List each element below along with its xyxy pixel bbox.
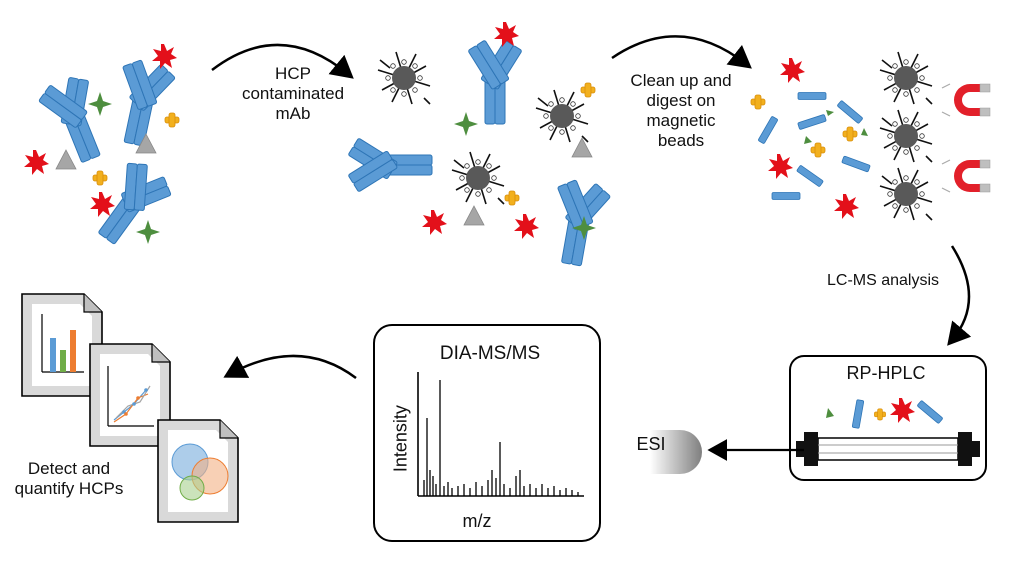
hcp-red-icon [768, 154, 793, 179]
hcp-yellow-icon [92, 170, 108, 186]
step-cleanup-digest-label: Clean up and digest on magnetic beads [630, 71, 732, 151]
magnetic-bead-icon [879, 167, 933, 221]
rp-hplc-title: RP-HPLC [846, 363, 926, 383]
arrow-step3 [947, 245, 972, 346]
peptide-icon [841, 155, 871, 173]
antibody-icon [106, 55, 179, 151]
magnetic-bead-icon [535, 89, 589, 143]
esi-label: ESI [636, 434, 666, 454]
hcp-yellow-icon [580, 82, 596, 98]
arrow-step2 [611, 35, 752, 69]
dia-msms-panel [373, 324, 601, 542]
step-detect-quantify-label: Detect and quantify HCPs [14, 459, 124, 499]
hcp-yellow-icon [164, 112, 180, 128]
hcp-red-icon [834, 194, 859, 219]
hcp-red-icon [780, 58, 805, 83]
peptide-icon [757, 115, 779, 145]
arrow-step1 [211, 43, 354, 79]
magnetic-bead-icon [451, 151, 505, 205]
hplc-column [796, 432, 980, 466]
mass-spectrum-peaks [423, 380, 579, 496]
arrow-step5 [223, 354, 357, 380]
results-documents [21, 293, 239, 523]
mz-axis-label: m/z [462, 511, 492, 531]
fragment-icon [861, 128, 868, 136]
magnetic-bead-icon [879, 51, 933, 105]
hcp-green-icon [454, 112, 478, 136]
fragment-icon [804, 136, 812, 144]
panel-contaminated-mab [24, 44, 180, 255]
bar-chart-thumbnail-icon [41, 314, 84, 373]
hcp-yellow-icon [810, 142, 826, 158]
antibody-icon [347, 137, 433, 193]
fragment-icon [826, 110, 834, 116]
peptide-icon [836, 99, 864, 125]
hcp-green-icon [88, 92, 112, 116]
peptide-icon [797, 113, 827, 131]
panel-digest [750, 51, 991, 221]
antibody-icon [34, 70, 117, 170]
hcp-red-icon [422, 210, 447, 235]
step-lcms-label: LC-MS analysis [826, 272, 940, 289]
hcp-gray-icon [571, 137, 593, 158]
dia-msms-title: DIA-MS/MS [439, 343, 541, 364]
peptide-icon [796, 164, 824, 188]
antibody-icon [467, 39, 523, 125]
magnet-icon [953, 83, 991, 117]
rp-hplc-panel [789, 355, 987, 481]
hcp-green-icon [136, 220, 160, 244]
hcp-red-icon [514, 214, 539, 239]
step-hcp-contaminated-label: HCP contaminated mAb [241, 64, 345, 124]
hcp-yellow-icon [504, 190, 520, 206]
hcp-yellow-icon [842, 126, 858, 142]
peptide-icon [797, 92, 827, 100]
intensity-axis-label: Intensity [390, 405, 411, 473]
magnetic-bead-icon [879, 109, 933, 163]
panel-beads [347, 22, 613, 270]
antibody-icon [544, 176, 613, 270]
hcp-red-icon [90, 192, 115, 217]
venn-diagram-thumbnail-icon [171, 443, 229, 501]
hcp-gray-icon [463, 205, 485, 226]
magnetic-field-lines [941, 83, 951, 193]
peptide-icon [771, 192, 801, 200]
hcp-gray-icon [55, 149, 77, 170]
line-chart-thumbnail-icon [107, 366, 154, 427]
hcp-red-icon [24, 150, 49, 175]
esi-source-icon [650, 430, 702, 474]
magnetic-bead-icon [377, 51, 431, 105]
fragment-icon [826, 408, 834, 418]
hcp-red-icon [152, 44, 177, 69]
magnet-icon [953, 159, 991, 193]
